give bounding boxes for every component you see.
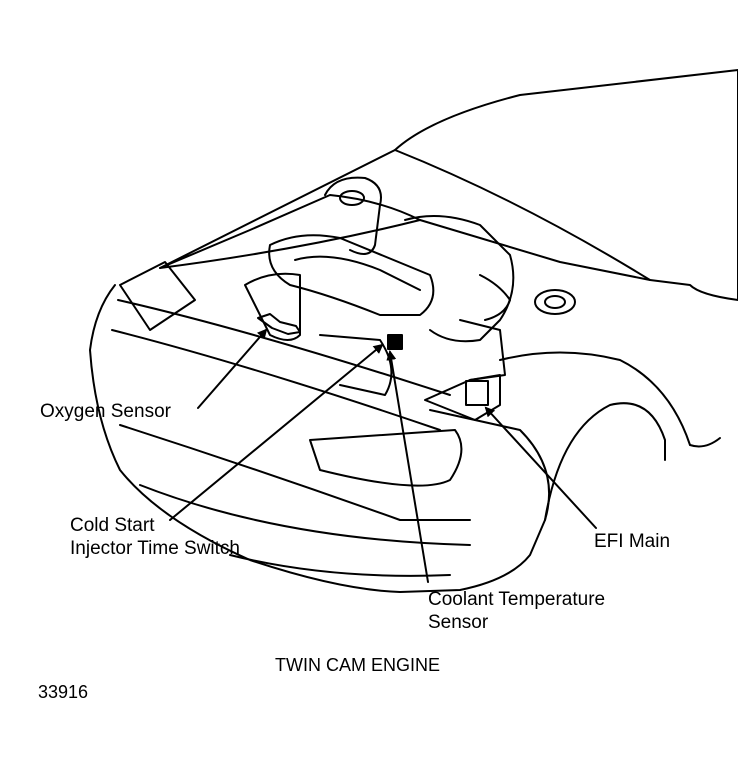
- bumper-line-2: [111, 329, 441, 431]
- air-cleaner: [404, 215, 515, 343]
- efi-main-pointer: [484, 406, 597, 529]
- efi-main-relay: [465, 380, 489, 406]
- oxygen-sensor-part: [257, 313, 301, 335]
- strut-cap-right: [534, 289, 576, 315]
- cold-start-label-line1: Cold Start: [70, 515, 155, 536]
- strut-cap-right-inner: [544, 295, 566, 309]
- figure-caption: TWIN CAM ENGINE: [275, 655, 440, 675]
- fender-tail: [689, 437, 721, 448]
- grille-outline: [309, 429, 463, 487]
- cam-cover: [294, 255, 421, 291]
- figure-number: 33916: [38, 682, 89, 702]
- coolant-sensor-part: [387, 334, 403, 350]
- strut-tower-left: [324, 176, 382, 255]
- battery-area: [459, 319, 506, 381]
- engine-block: [244, 272, 301, 341]
- intake-hose: [479, 274, 511, 321]
- cold-start-pointer: [169, 343, 384, 521]
- bumper-line-5: [229, 554, 451, 577]
- coolant-label-line2: Sensor: [428, 612, 489, 633]
- efi-main-label: EFI Main: [594, 531, 671, 552]
- bumper-line-3: [119, 424, 471, 521]
- fender-line: [499, 351, 691, 446]
- oxygen-sensor-label: Oxygen Sensor: [40, 401, 171, 422]
- coolant-pointer: [386, 350, 429, 583]
- coolant-temperature-sensor-label: Coolant Temperature Sensor: [428, 588, 605, 634]
- hood-inner-edge: [159, 219, 421, 269]
- hood-outline: [159, 69, 738, 301]
- cold-start-label-line2: Injector Time Switch: [70, 538, 240, 559]
- intake-manifold: [268, 234, 435, 316]
- engine-lower: [319, 334, 393, 396]
- headlamp-outline: [119, 261, 196, 331]
- oxygen-sensor-pointer: [197, 328, 268, 409]
- wheel-arch: [544, 402, 666, 521]
- hood-crease: [394, 149, 651, 281]
- cold-start-injector-time-switch-label: Cold Start Injector Time Switch: [70, 514, 240, 560]
- strut-cap-left: [339, 190, 365, 206]
- fender-box: [424, 374, 501, 421]
- coolant-label-line1: Coolant Temperature: [428, 589, 606, 610]
